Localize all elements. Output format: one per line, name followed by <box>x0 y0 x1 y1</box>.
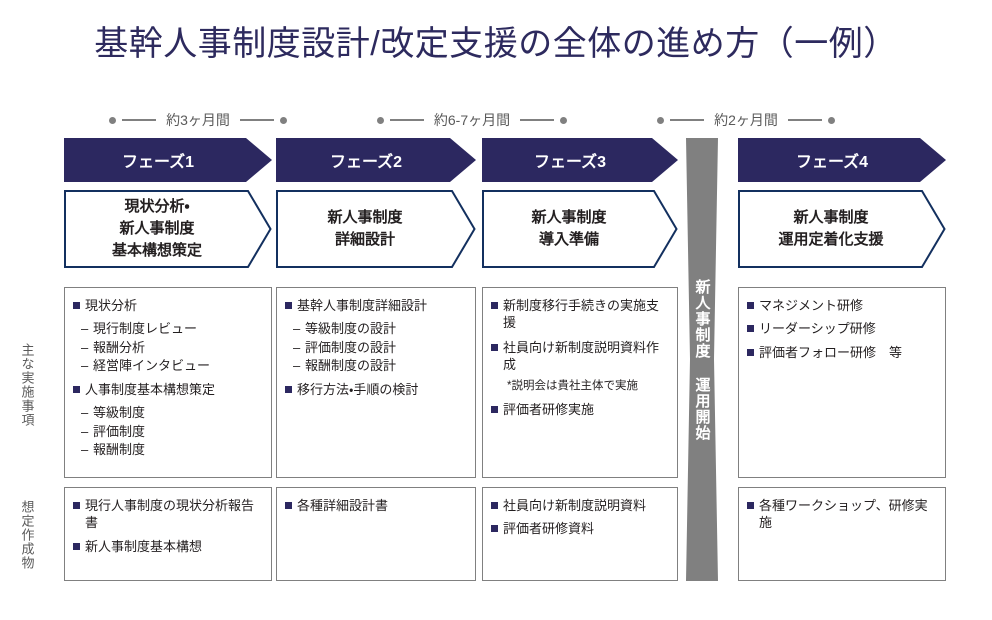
list-item: 各種詳細設計書 <box>285 497 467 514</box>
duration-end-dot <box>827 116 835 124</box>
phase-name-label: 現状分析・新人事制度基本構想策定 <box>111 198 202 259</box>
list-item: 評価者研修資料 <box>491 520 669 537</box>
duration-bar: 約3ヶ月間 約6-7ヶ月間 約2ヶ月間 <box>0 108 992 132</box>
phase-name-3[interactable]: 新人事制度導入準備 <box>482 190 678 268</box>
list-item: 報酬分析 <box>73 339 263 357</box>
activities-box-3: 新制度移行手続きの実施支援社員向け新制度説明資料作成 *説明会は貴社主体で実施評価… <box>482 287 678 478</box>
deliverables-list: 現行人事制度の現状分析報告書新人事制度基本構想 <box>73 497 263 555</box>
duration-label: 約6-7ヶ月間 <box>433 112 511 128</box>
list-item: 移行方法・手順の検討 <box>285 381 467 398</box>
activities-list: 基幹人事制度詳細設計等級制度の設計評価制度の設計報酬制度の設計移行方法・手順の検… <box>285 297 467 398</box>
list-item: 現状分析 <box>73 297 263 314</box>
list-item: 経営陣インタビュー <box>73 357 263 375</box>
phase-header-1[interactable]: フェーズ1 <box>64 138 272 182</box>
list-item: 基幹人事制度詳細設計 <box>285 297 467 314</box>
band-label-text: 新人事制度 運用開始 <box>693 278 711 441</box>
row-label-activities-text: 主な実施事項 <box>19 343 35 427</box>
duration-2: 約6-7ヶ月間 <box>336 108 608 132</box>
duration-end-dot <box>279 116 287 124</box>
activities-list: 新制度移行手続きの実施支援社員向け新制度説明資料作成 *説明会は貴社主体で実施評価… <box>491 297 669 419</box>
phase-header-4[interactable]: フェーズ4 <box>738 138 946 182</box>
deliverables-box-4: 各種ワークショップ、研修実施 <box>738 487 946 581</box>
list-item: マネジメント研修 <box>747 297 937 314</box>
list-item: 等級制度の設計 <box>285 320 467 338</box>
phase-header-label: フェーズ3 <box>533 154 607 171</box>
duration-line-right <box>520 119 555 121</box>
duration-start-dot <box>109 116 117 124</box>
duration-line-right <box>239 119 274 121</box>
phase-header-label: フェーズ2 <box>329 154 403 171</box>
phase-header-label: フェーズ1 <box>121 154 195 171</box>
row-label-deliverables: 想定作成物 <box>14 490 40 580</box>
list-item: 評価制度 <box>73 423 263 441</box>
duration-line-left <box>670 119 705 121</box>
phase-name-label: 新人事制度導入準備 <box>531 209 607 248</box>
phase-name-1[interactable]: 現状分析・新人事制度基本構想策定 <box>64 190 272 268</box>
deliverables-box-1: 現行人事制度の現状分析報告書新人事制度基本構想 <box>64 487 272 581</box>
deliverables-list: 各種詳細設計書 <box>285 497 467 514</box>
activities-list: 現状分析現行制度レビュー報酬分析経営陣インタビュー人事制度基本構想策定等級制度評… <box>73 297 263 459</box>
phase-name-label: 新人事制度詳細設計 <box>327 209 403 248</box>
duration-line-left <box>389 119 424 121</box>
phase-header-label: フェーズ4 <box>795 154 869 171</box>
duration-1: 約3ヶ月間 <box>64 108 332 132</box>
phase-header-3[interactable]: フェーズ3 <box>482 138 678 182</box>
list-item: 社員向け新制度説明資料 <box>491 497 669 514</box>
list-item: 人事制度基本構想策定 <box>73 381 263 398</box>
duration-start-dot <box>657 116 665 124</box>
list-item: リーダーシップ研修 <box>747 320 937 337</box>
activities-list: マネジメント研修リーダーシップ研修評価者フォロー研修 等 <box>747 297 937 361</box>
row-label-deliverables-text: 想定作成物 <box>19 500 35 570</box>
activities-box-1: 現状分析現行制度レビュー報酬分析経営陣インタビュー人事制度基本構想策定等級制度評… <box>64 287 272 478</box>
duration-label: 約2ヶ月間 <box>714 112 778 128</box>
list-item: 社員向け新制度説明資料作成 <box>491 339 669 374</box>
phase-name-label: 新人事制度運用定着化支援 <box>778 209 884 248</box>
list-item: 等級制度 <box>73 404 263 422</box>
list-item: 新人事制度基本構想 <box>73 538 263 555</box>
list-item: 各種ワークショップ、研修実施 <box>747 497 937 532</box>
deliverables-list: 社員向け新制度説明資料評価者研修資料 <box>491 497 669 538</box>
list-item: *説明会は貴社主体で実施 <box>507 380 638 393</box>
deliverables-box-2: 各種詳細設計書 <box>276 487 476 581</box>
operation-start-band: 新人事制度 運用開始 <box>684 138 720 581</box>
duration-3: 約2ヶ月間 <box>612 108 880 132</box>
band-label: 新人事制度 運用開始 <box>684 138 720 581</box>
list-item: 現行制度レビュー <box>73 320 263 338</box>
list-item: 報酬制度 <box>73 441 263 459</box>
list-item: 評価制度の設計 <box>285 339 467 357</box>
duration-end-dot <box>560 116 568 124</box>
activities-box-2: 基幹人事制度詳細設計等級制度の設計評価制度の設計報酬制度の設計移行方法・手順の検… <box>276 287 476 478</box>
list-item: 評価者研修実施 <box>491 401 669 418</box>
duration-label: 約3ヶ月間 <box>166 112 230 128</box>
deliverables-list: 各種ワークショップ、研修実施 <box>747 497 937 532</box>
list-item: 評価者フォロー研修 等 <box>747 344 937 361</box>
duration-line-right <box>787 119 822 121</box>
phase-name-4[interactable]: 新人事制度運用定着化支援 <box>738 190 946 268</box>
duration-line-left <box>122 119 157 121</box>
duration-start-dot <box>376 116 384 124</box>
phase-name-2[interactable]: 新人事制度詳細設計 <box>276 190 476 268</box>
row-label-activities: 主な実施事項 <box>14 300 40 470</box>
page-title: 基幹人事制度設計/改定支援の全体の進め方（一例） <box>94 25 898 63</box>
activities-box-4: マネジメント研修リーダーシップ研修評価者フォロー研修 等 <box>738 287 946 478</box>
deliverables-box-3: 社員向け新制度説明資料評価者研修資料 <box>482 487 678 581</box>
list-item: 新制度移行手続きの実施支援 <box>491 297 669 332</box>
list-item: 報酬制度の設計 <box>285 357 467 375</box>
phase-header-2[interactable]: フェーズ2 <box>276 138 476 182</box>
list-item: 現行人事制度の現状分析報告書 <box>73 497 263 532</box>
band-shape <box>686 138 718 581</box>
